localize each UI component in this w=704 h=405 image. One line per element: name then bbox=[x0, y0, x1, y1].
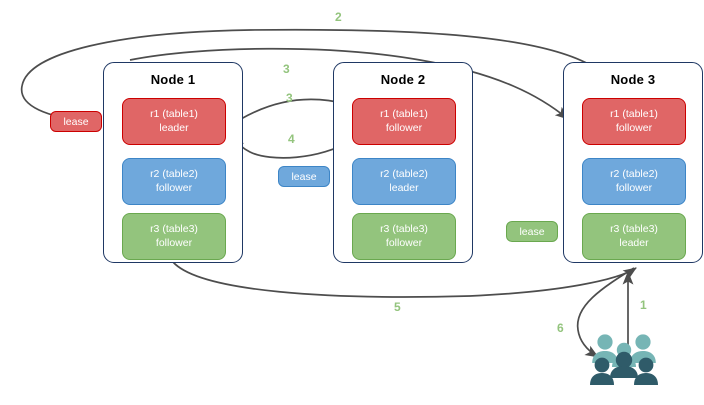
step-label-2: 2 bbox=[335, 10, 342, 24]
replica-role: follower bbox=[385, 236, 423, 249]
node-title: Node 3 bbox=[610, 72, 656, 87]
replica-role: leader bbox=[159, 121, 189, 134]
step-label-3a: 3 bbox=[283, 62, 290, 76]
replica-role: leader bbox=[619, 236, 649, 249]
replica-name: r1 (table1) bbox=[610, 108, 658, 120]
step-label-5: 5 bbox=[394, 300, 401, 314]
lease-badge-table2[interactable]: lease bbox=[278, 166, 330, 187]
replica-name: r3 (table3) bbox=[150, 223, 198, 235]
replica-name: r2 (table2) bbox=[380, 168, 428, 180]
replica-name: r1 (table1) bbox=[150, 108, 198, 120]
replica-role: leader bbox=[389, 181, 419, 194]
replica-name: r2 (table2) bbox=[610, 168, 658, 180]
replica-role: follower bbox=[155, 181, 193, 194]
step-label-1: 1 bbox=[640, 298, 647, 312]
node-container-3: Node 3 r1 (table1) follower r2 (table2) … bbox=[563, 62, 703, 263]
replica-r3[interactable]: r3 (table3) follower bbox=[352, 213, 456, 260]
arrow-step-5 bbox=[172, 261, 637, 298]
replica-r1[interactable]: r1 (table1) follower bbox=[352, 98, 456, 145]
replica-role: follower bbox=[155, 236, 193, 249]
replica-role: follower bbox=[615, 181, 653, 194]
lease-badge-table1[interactable]: lease bbox=[50, 111, 102, 132]
step-label-3b: 3 bbox=[286, 91, 293, 105]
replica-name: r2 (table2) bbox=[150, 168, 198, 180]
users-icon bbox=[590, 334, 658, 385]
step-label-4: 4 bbox=[288, 132, 295, 146]
replica-r3[interactable]: r3 (table3) follower bbox=[122, 213, 226, 260]
replica-r3[interactable]: r3 (table3) leader bbox=[582, 213, 686, 260]
lease-label: lease bbox=[291, 170, 317, 183]
lease-badge-table3[interactable]: lease bbox=[506, 221, 558, 242]
replica-name: r3 (table3) bbox=[610, 223, 658, 235]
replica-r1[interactable]: r1 (table1) follower bbox=[582, 98, 686, 145]
node-container-1: Node 1 r1 (table1) leader r2 (table2) fo… bbox=[103, 62, 243, 263]
node-title: Node 2 bbox=[380, 72, 426, 87]
replica-r2[interactable]: r2 (table2) leader bbox=[352, 158, 456, 205]
node-title: Node 1 bbox=[150, 72, 196, 87]
replica-role: follower bbox=[385, 121, 423, 134]
replica-name: r3 (table3) bbox=[380, 223, 428, 235]
lease-label: lease bbox=[63, 115, 89, 128]
replica-r2[interactable]: r2 (table2) follower bbox=[122, 158, 226, 205]
replica-role: follower bbox=[615, 121, 653, 134]
replica-r2[interactable]: r2 (table2) follower bbox=[582, 158, 686, 205]
step-label-6: 6 bbox=[557, 321, 564, 335]
lease-label: lease bbox=[519, 225, 545, 238]
replica-name: r1 (table1) bbox=[380, 108, 428, 120]
node-container-2: Node 2 r1 (table1) follower r2 (table2) … bbox=[333, 62, 473, 263]
replica-r1[interactable]: r1 (table1) leader bbox=[122, 98, 226, 145]
